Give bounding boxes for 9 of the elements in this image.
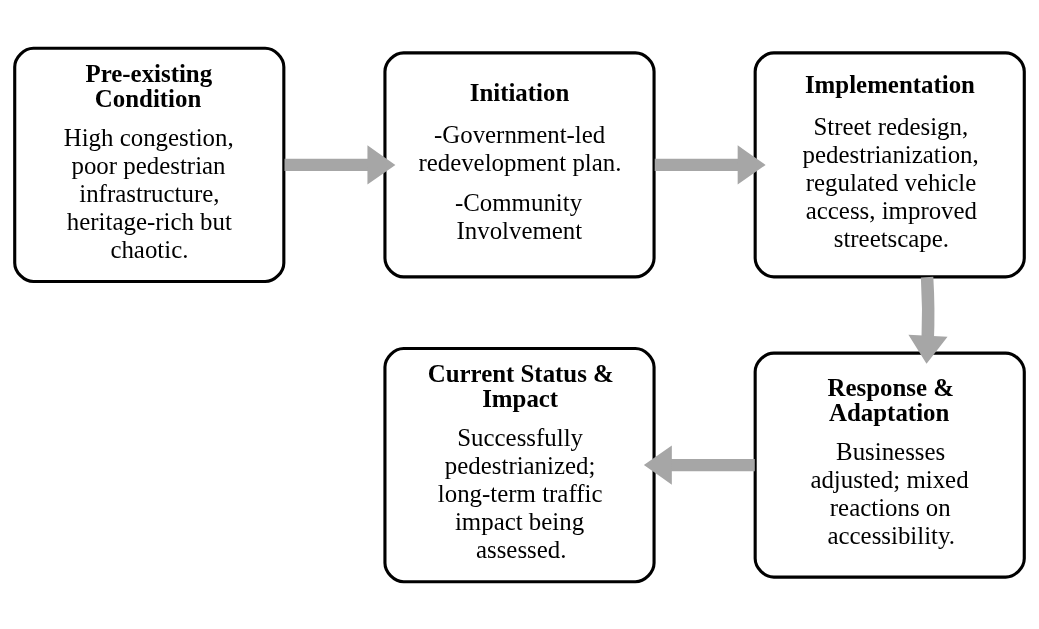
node-box: Pre-existing Condition High congestion, poor pedestrian infrastructure, heritage-rich but chaotic. [13,46,286,283]
node-box: Implementation Street redesign, pedestrianization, regulated vehicle access, improved streetscape. [753,50,1026,278]
node-box: Initiation -Government-led redevelopment plan. -Community Involvement [383,50,656,278]
arrow [654,144,766,184]
arrow [908,276,948,364]
node-box: Current Status & Impact Successfully pedestrianized; long-term traffic impact being assessed. [383,346,656,583]
arrow [284,144,396,184]
arrow [643,445,755,485]
node-box: Response & Adaptation Businesses adjusted; mixed reactions on accessibility. [753,351,1026,579]
